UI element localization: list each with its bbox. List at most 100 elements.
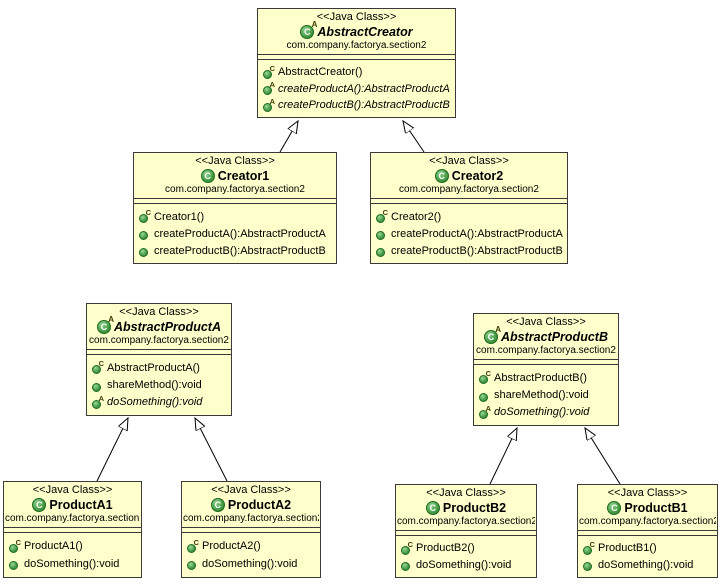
- method-label: Creator2(): [391, 210, 442, 223]
- class-header: <<Java Class>> C ProductB1 com.company.f…: [578, 485, 717, 531]
- method-row[interactable]: C Creator2(): [375, 210, 565, 223]
- class-name: AbstractCreator: [317, 24, 413, 39]
- class-box-creator2[interactable]: <<Java Class>> C Creator2 com.company.fa…: [370, 152, 568, 264]
- stereotype-label: <<Java Class>>: [211, 484, 291, 496]
- method-row[interactable]: C ProductA1(): [8, 540, 139, 553]
- package-name: com.company.factorya.section2: [89, 335, 229, 346]
- class-box-productb2[interactable]: <<Java Class>> C ProductB2 com.company.f…: [395, 484, 537, 578]
- methods-compartment: C ProductB2() doSomething():void: [396, 536, 536, 577]
- method-row[interactable]: createProductA():AbstractProductA: [138, 227, 334, 240]
- method-icon: [375, 227, 388, 240]
- method-icon: C: [138, 210, 151, 223]
- stereotype-label: <<Java Class>>: [506, 316, 586, 328]
- class-box-producta1[interactable]: <<Java Class>> C ProductA1 com.company.f…: [3, 481, 142, 578]
- method-icon: C: [375, 210, 388, 223]
- package-name: com.company.factorya.section2: [165, 184, 305, 195]
- method-label: doSomething():void: [202, 557, 298, 570]
- method-row[interactable]: A createProductB():AbstractProductB: [262, 99, 453, 112]
- class-header: <<Java Class>> C ProductA2 com.company.f…: [182, 482, 320, 528]
- package-name: com.company.factorya.section2: [579, 516, 716, 527]
- class-icon: C: [434, 169, 449, 183]
- fields-compartment: [578, 531, 717, 536]
- method-label: doSomething():void: [416, 558, 512, 571]
- fields-compartment: [134, 199, 336, 204]
- method-icon: C: [582, 542, 595, 555]
- method-label: doSomething():void: [598, 558, 694, 571]
- stereotype-label: <<Java Class>>: [429, 155, 509, 167]
- method-row[interactable]: createProductB():AbstractProductB: [375, 244, 565, 257]
- method-icon: C: [478, 371, 491, 385]
- fields-compartment: [4, 528, 141, 533]
- method-icon: C: [400, 542, 413, 555]
- package-name: com.company.factorya.section2: [399, 184, 539, 195]
- method-row[interactable]: C ProductB2(): [400, 542, 534, 555]
- class-icon: C: [425, 501, 440, 515]
- package-name: com.company.factorya.section2: [183, 513, 319, 524]
- method-label: createProductA():AbstractProductA: [154, 227, 326, 240]
- inheritance-arrow-creator1-abstractcreator[interactable]: [279, 121, 298, 153]
- method-label: createProductA():AbstractProductA: [278, 82, 450, 95]
- method-label: ProductB2(): [416, 542, 475, 555]
- method-row[interactable]: doSomething():void: [8, 557, 139, 571]
- method-icon: [138, 227, 151, 240]
- method-row[interactable]: C AbstractProductB(): [478, 371, 616, 385]
- method-icon: A: [478, 406, 491, 419]
- method-row[interactable]: shareMethod():void: [91, 379, 229, 392]
- method-icon: [375, 244, 388, 257]
- class-name: ProductA1: [49, 497, 113, 512]
- method-icon: [400, 558, 413, 572]
- inheritance-arrow-producta1-abstractproducta[interactable]: [96, 418, 128, 482]
- method-row[interactable]: shareMethod():void: [478, 389, 616, 402]
- method-row[interactable]: A doSomething():void: [478, 406, 616, 419]
- class-icon: C: [32, 498, 47, 512]
- package-name: com.company.factorya.section2: [476, 345, 616, 356]
- method-icon: [478, 389, 491, 402]
- methods-compartment: C AbstractProductB() shareMethod():void …: [474, 365, 618, 425]
- methods-compartment: C AbstractCreator() A createProductA():A…: [258, 60, 455, 117]
- method-row[interactable]: C AbstractProductA(): [91, 361, 229, 375]
- method-icon: C: [91, 361, 104, 375]
- fields-compartment: [258, 55, 455, 60]
- method-row[interactable]: A doSomething():void: [91, 396, 229, 409]
- method-icon: C: [8, 540, 21, 553]
- method-icon: [91, 379, 104, 392]
- method-row[interactable]: A createProductA():AbstractProductA: [262, 82, 453, 95]
- method-icon: C: [186, 540, 199, 553]
- class-box-productb1[interactable]: <<Java Class>> C ProductB1 com.company.f…: [577, 484, 718, 578]
- method-label: ProductB1(): [598, 542, 657, 555]
- inheritance-arrow-creator2-abstractcreator[interactable]: [403, 121, 425, 153]
- method-row[interactable]: C AbstractCreator(): [262, 66, 453, 79]
- method-label: AbstractProductB(): [494, 371, 587, 384]
- method-label: ProductA2(): [202, 540, 261, 553]
- inheritance-arrow-productb1-abstractproductb[interactable]: [585, 428, 621, 485]
- method-row[interactable]: C ProductA2(): [186, 540, 318, 553]
- method-label: doSomething():void: [24, 557, 120, 570]
- inheritance-arrow-productb2-abstractproductb[interactable]: [489, 428, 517, 485]
- class-header: <<Java Class>> C Creator1 com.company.fa…: [134, 153, 336, 199]
- method-row[interactable]: doSomething():void: [400, 558, 534, 572]
- method-row[interactable]: createProductB():AbstractProductB: [138, 244, 334, 257]
- class-name: Creator1: [217, 168, 270, 183]
- method-label: createProductB():AbstractProductB: [391, 244, 563, 257]
- method-row[interactable]: doSomething():void: [582, 558, 715, 572]
- method-row[interactable]: createProductA():AbstractProductA: [375, 227, 565, 240]
- fields-compartment: [396, 531, 536, 536]
- method-label: shareMethod():void: [107, 379, 202, 391]
- class-box-producta2[interactable]: <<Java Class>> C ProductA2 com.company.f…: [181, 481, 321, 578]
- fields-compartment: [474, 360, 618, 365]
- class-box-creator1[interactable]: <<Java Class>> C Creator1 com.company.fa…: [133, 152, 337, 264]
- method-row[interactable]: C ProductB1(): [582, 542, 715, 555]
- method-row[interactable]: doSomething():void: [186, 557, 318, 571]
- class-name: ProductA2: [227, 497, 292, 512]
- method-row[interactable]: C Creator1(): [138, 210, 334, 223]
- method-icon: A: [262, 82, 275, 95]
- class-name: ProductB2: [442, 500, 507, 515]
- inheritance-arrow-producta2-abstractproducta[interactable]: [195, 418, 228, 482]
